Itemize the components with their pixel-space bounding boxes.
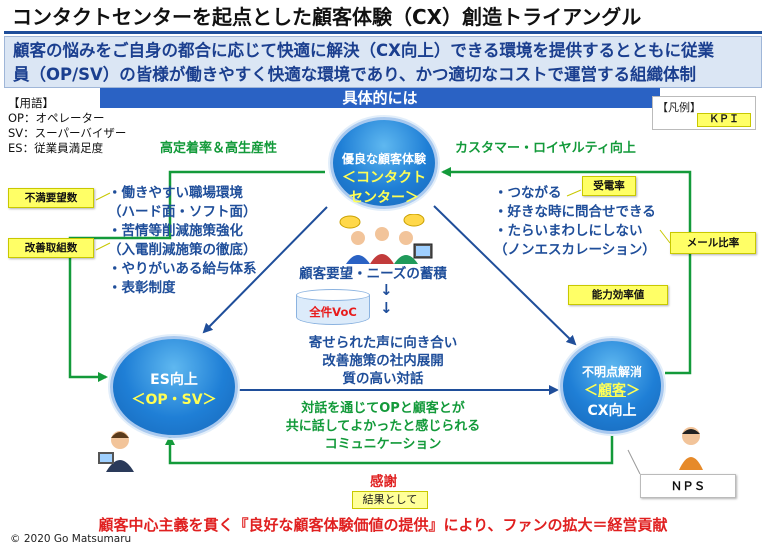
circle-right-line-1: 不明点解消 bbox=[581, 365, 642, 379]
circle-es: ES向上 ＜OP・SV＞ bbox=[110, 336, 238, 438]
glossary-item: ES：従業員満足度 bbox=[8, 141, 104, 155]
callout-pointer bbox=[659, 229, 671, 244]
arrow-down-2: ↓ bbox=[380, 299, 393, 317]
es-measures-list: ・働きやすい職場環境 （ハード面・ソフト面） ・苦情等削減施策強化 （入電削減施… bbox=[108, 184, 257, 298]
callout-pointer bbox=[95, 242, 111, 251]
legend-label: 【凡例】 bbox=[657, 101, 701, 114]
dialogue-line-3: コミュニケーション bbox=[324, 437, 442, 452]
glossary-item: SV：スーパーバイザー bbox=[8, 126, 127, 140]
circle-right-line-3: CX向上 bbox=[587, 403, 637, 419]
list-item: （入電削減施策の徹底） bbox=[108, 242, 257, 258]
dialogue-line-1: 対話を通じてOPと顧客とが bbox=[301, 401, 465, 416]
green-loop-bottom-arrow bbox=[165, 418, 614, 465]
voice-line-3: 質の高い対話 bbox=[342, 371, 424, 387]
result-label: 結果として bbox=[352, 491, 428, 509]
list-item: ・つながる bbox=[494, 185, 562, 201]
kpi-answer-rate: 受電率 bbox=[582, 176, 636, 196]
bracket-close: ＞ bbox=[626, 383, 640, 399]
kpi-dissatisfaction: 不満要望数 bbox=[8, 188, 94, 208]
callout-pointer bbox=[627, 449, 641, 475]
conclusion: 顧客中心主義を貫く『良好な顧客体験価値の提供』により、ファンの拡大＝経営貢献 bbox=[98, 516, 668, 534]
customer-word: 顧客 bbox=[598, 383, 626, 399]
page-title: コンタクトセンターを起点とした顧客体験（CX）創造トライアングル bbox=[4, 2, 762, 34]
blue-arrow-top-to-left bbox=[202, 206, 328, 334]
needs-accumulation: 顧客要望・ニーズの蓄積 bbox=[299, 266, 447, 282]
circle-left-line-2: ＜OP・SV＞ bbox=[131, 392, 217, 408]
list-item: ・たらいまわしにしない bbox=[494, 223, 643, 239]
circle-top-line-1: 優良な顧客体験 bbox=[341, 152, 426, 166]
voice-line-2: 改善施策の社内展開 bbox=[322, 353, 444, 369]
list-item: （ハード面・ソフト面） bbox=[108, 204, 257, 220]
list-item: ・苦情等削減施策強化 bbox=[108, 223, 243, 239]
label-loyalty: カスタマー・ロイヤルティ向上 bbox=[455, 141, 636, 156]
cx-measures-list: ・つながる ・好きな時に問合せできる ・たらいまわしにしない （ノンエスカレーシ… bbox=[494, 184, 656, 260]
operators-team-icon bbox=[339, 214, 433, 264]
arrow-down-1: ↓ bbox=[380, 281, 393, 299]
lead-box: 顧客の悩みをご自身の都合に応じて快適に解決（CX向上）できる環境を提供するととも… bbox=[4, 36, 762, 88]
lead-line-1: 顧客の悩みをご自身の都合に応じて快適に解決（CX向上）できる環境を提供するととも… bbox=[13, 41, 715, 60]
voice-line-1: 寄せられた声に向き合い bbox=[308, 335, 458, 351]
voc-label: 全件VoC bbox=[309, 305, 357, 319]
dialogue-line-2: 共に話してよかったと感じられる bbox=[285, 419, 481, 434]
legend: 【凡例】 ＫＰＩ bbox=[652, 96, 756, 130]
bracket-open: ＜ bbox=[584, 383, 598, 399]
circle-contact-center: 優良な顧客体験 ＜コンタクト センター＞ bbox=[330, 117, 438, 209]
callout-pointer bbox=[95, 192, 111, 201]
label-retention: 高定着率＆高生産性 bbox=[160, 141, 278, 156]
voice-response: 寄せられた声に向き合い 改善施策の社内展開 質の高い対話 bbox=[258, 334, 508, 388]
circle-cx: 不明点解消 ＜顧客＞ CX向上 bbox=[560, 338, 664, 434]
green-loop-right-arrow bbox=[665, 176, 692, 375]
glossary-item: OP：オペレーター bbox=[8, 111, 105, 125]
thanks-label: 感謝 bbox=[370, 474, 397, 490]
legend-kpi: ＫＰＩ bbox=[697, 113, 751, 127]
blue-arrow-top-to-right bbox=[433, 205, 577, 346]
list-item: ・表彰制度 bbox=[108, 280, 176, 296]
circle-right-line-2: ＜顧客＞ bbox=[563, 380, 661, 400]
kpi-mail-ratio: メール比率 bbox=[670, 232, 756, 254]
copyright: © 2020 Go Matsumaru bbox=[10, 533, 132, 545]
voc-database-icon: 全件VoC bbox=[296, 289, 370, 329]
callout-pointer bbox=[566, 189, 582, 197]
kpi-nps: ＮＰＳ bbox=[640, 474, 736, 498]
list-item: ・働きやすい職場環境 bbox=[108, 185, 243, 201]
dialogue-text: 対話を通じてOPと顧客とが 共に話してよかったと感じられる コミュニケーション bbox=[258, 400, 508, 454]
banner: 具体的には bbox=[100, 88, 660, 108]
list-item: ・好きな時に問合せできる bbox=[494, 204, 656, 220]
circle-top-line-3: センター＞ bbox=[349, 190, 419, 206]
list-item: ・やりがいある給与体系 bbox=[108, 261, 257, 277]
green-loop-left-arrow bbox=[68, 170, 325, 382]
circle-top-line-2: ＜コンタクト bbox=[342, 170, 426, 186]
lead-line-2: 員（OP/SV）の皆様が働きやすく快適な環境であり、かつ適切なコストで運営する組… bbox=[13, 65, 696, 84]
list-item: （ノンエスカレーション） bbox=[494, 242, 656, 258]
green-loop-top-arrow bbox=[441, 167, 692, 177]
glossary-heading: 【用語】 bbox=[8, 96, 54, 110]
customer-icon bbox=[679, 427, 703, 470]
circle-left-line-1: ES向上 bbox=[150, 372, 198, 388]
kpi-improvements: 改善取組数 bbox=[8, 238, 94, 258]
glossary: 【用語】 OP：オペレーター SV：スーパーバイザー ES：従業員満足度 bbox=[8, 96, 126, 156]
operator-icon bbox=[98, 431, 134, 472]
kpi-efficiency: 能力効率値 bbox=[568, 285, 668, 305]
